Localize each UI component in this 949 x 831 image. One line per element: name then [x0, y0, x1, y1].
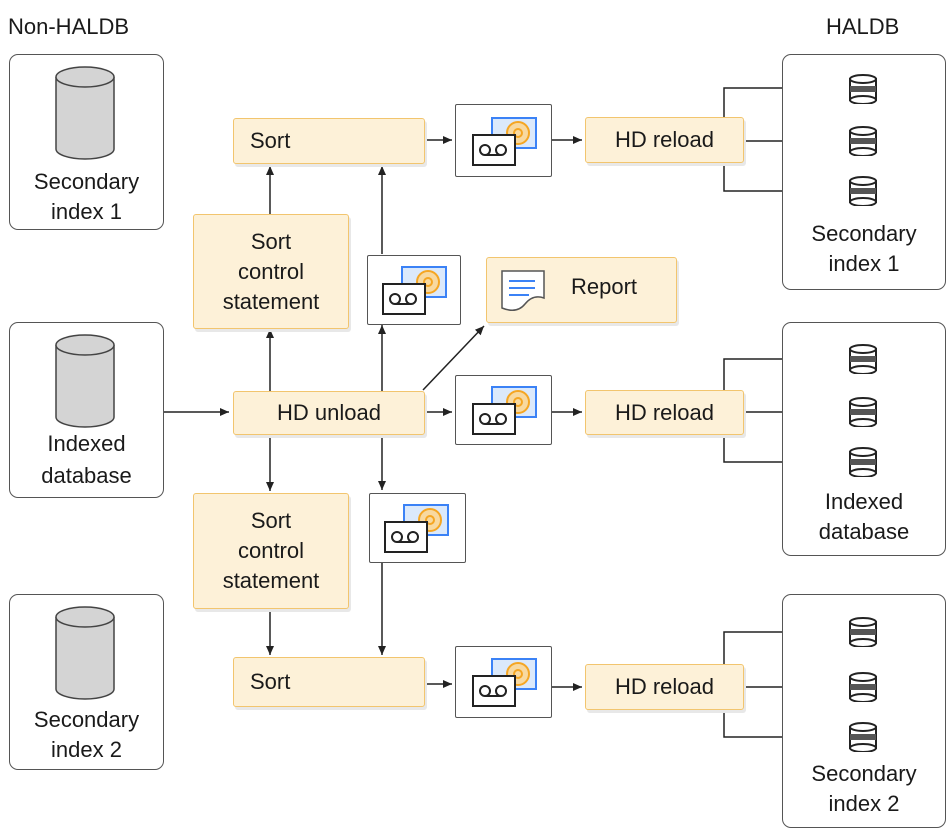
target-label-line2: database [818, 519, 910, 544]
tape-dataset-icon [472, 386, 537, 435]
database-stack-icon [849, 617, 877, 647]
source-label-line2: database [41, 463, 132, 488]
report-label: Report [571, 274, 638, 299]
document-icon [501, 270, 545, 311]
sort-bottom-box: Sort [233, 657, 425, 707]
tape-dataset-middle [455, 375, 552, 445]
header-haldb: HALDB [826, 14, 900, 39]
database-stack-icon [849, 344, 877, 374]
tape-dataset-icon [382, 266, 447, 315]
sort-top-box: Sort [233, 118, 425, 164]
database-stack-icon [849, 722, 877, 752]
target-label-line1: Secondary [811, 761, 917, 786]
cylinder-icon [55, 66, 115, 160]
target-label-line2: index 1 [828, 251, 900, 276]
hd-reload-top-label: HD reload [614, 127, 715, 152]
source-label-line1: Secondary [33, 169, 140, 194]
target-label-line2: index 2 [828, 791, 900, 816]
sort-ctl-line1: Sort [250, 508, 292, 533]
hd-reload-top-box: HD reload [585, 117, 744, 163]
source-secondary-index-1: Secondary index 1 [9, 54, 164, 230]
sort-control-statement-bottom: Sort control statement [193, 493, 349, 609]
tape-dataset-top [455, 104, 552, 177]
report-box: Report [486, 257, 677, 323]
hd-unload-label: HD unload [277, 400, 381, 425]
cylinder-icon [55, 334, 115, 428]
database-stack-icon [849, 74, 877, 104]
database-stack-icon [849, 126, 877, 156]
source-label-line2: index 2 [51, 737, 122, 762]
header-non-haldb: Non-HALDB [8, 14, 130, 39]
sort-ctl-line3: statement [222, 288, 320, 314]
source-label-line2: index 1 [51, 199, 122, 224]
sort-ctl-line2: control [237, 538, 305, 563]
tape-dataset-icon [472, 658, 537, 707]
sort-ctl-line3: statement [222, 568, 320, 593]
database-stack-icon [849, 672, 877, 702]
source-label-line1: Indexed [47, 431, 126, 456]
target-label-line1: Secondary [811, 221, 917, 246]
sort-control-statement-top: Sort control statement [193, 214, 349, 329]
sort-ctl-line1: Sort [250, 228, 292, 254]
cylinder-icon [55, 606, 115, 700]
database-stack-icon [849, 176, 877, 206]
hd-unload-box: HD unload [233, 391, 425, 435]
hd-reload-bottom-label: HD reload [614, 674, 715, 699]
source-indexed-database: Indexed database [9, 322, 164, 498]
hd-reload-mid-label: HD reload [614, 399, 715, 425]
sort-top-label: Sort [250, 128, 291, 153]
sort-ctl-line2: control [237, 258, 305, 284]
target-label-line1: Indexed [824, 489, 904, 514]
source-secondary-index-2: Secondary index 2 [9, 594, 164, 770]
tape-dataset-icon [384, 504, 449, 553]
tape-dataset-icon [472, 117, 537, 166]
tape-dataset-bottom [455, 646, 552, 718]
tape-dataset-lower-middle [369, 493, 466, 563]
database-stack-icon [849, 447, 877, 477]
hd-reload-mid-box: HD reload [585, 390, 744, 435]
database-stack-icon [849, 397, 877, 427]
sort-bottom-label: Sort [250, 669, 291, 694]
source-label-line1: Secondary [33, 707, 140, 732]
hd-reload-bottom-box: HD reload [585, 664, 744, 710]
tape-dataset-upper-middle [367, 255, 461, 325]
